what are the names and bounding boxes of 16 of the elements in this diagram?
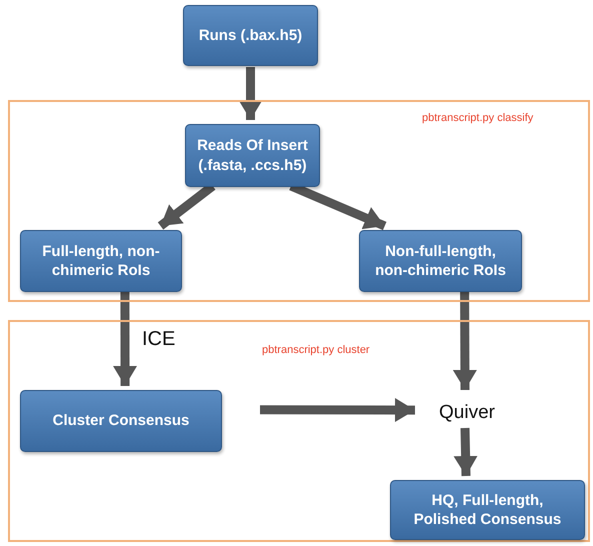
process-box: Reads Of Insert (.fasta, .ccs.h5): [185, 124, 320, 187]
arrow: [452, 290, 477, 390]
process-box: Cluster Consensus: [20, 390, 222, 452]
arrow: [454, 428, 478, 476]
process-box: Runs (.bax.h5): [183, 5, 318, 66]
arrow: [238, 67, 262, 120]
group-title: pbtranscript.py cluster: [262, 344, 370, 356]
process-box: Full-length, non-chimeric RoIs: [20, 230, 182, 292]
step-label: Quiver: [422, 398, 512, 428]
group-title: pbtranscript.py classify: [422, 112, 534, 124]
group-frame: [8, 100, 590, 302]
process-box: Non-full-length, non-chimeric RoIs: [359, 230, 522, 292]
arrow: [260, 398, 416, 422]
process-box: HQ, Full-length, Polished Consensus: [390, 480, 585, 540]
group-frame: [8, 320, 590, 542]
arrow: [113, 291, 138, 386]
